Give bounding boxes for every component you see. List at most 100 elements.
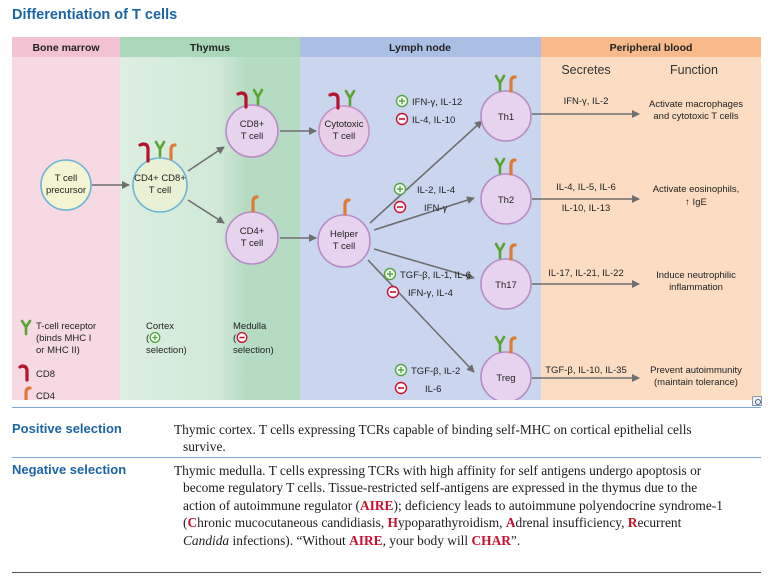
function-th17-line2: inflammation bbox=[669, 282, 723, 293]
arrow-helper-to-th17 bbox=[373, 248, 475, 280]
zone-label-lymph-node: Lymph node bbox=[389, 42, 451, 54]
cell-label: precursor bbox=[46, 185, 86, 196]
cell-label: T cell bbox=[55, 173, 78, 184]
inducer-minus-label: IFN-γ, IL-4 bbox=[408, 288, 453, 299]
header-lymph-node bbox=[300, 37, 541, 57]
medulla-note: Medulla ( selection) bbox=[233, 321, 274, 356]
cell-label: T cell bbox=[241, 238, 264, 249]
tcr-icon bbox=[252, 88, 264, 106]
header-thymus bbox=[120, 37, 300, 57]
cell-t-precursor: T cell precursor bbox=[40, 159, 92, 211]
tcr-icon bbox=[154, 140, 166, 158]
definition-term: Negative selection bbox=[12, 462, 127, 477]
arrows bbox=[92, 110, 640, 382]
function-th1-line2: and cytotoxic T cells bbox=[653, 111, 738, 122]
cd4-icon bbox=[509, 243, 517, 261]
cell-label: T cell bbox=[333, 131, 356, 142]
cd8-icon bbox=[236, 91, 248, 109]
cell-label: Th17 bbox=[495, 280, 517, 291]
medulla-paren: ( bbox=[233, 333, 237, 344]
divider bbox=[12, 407, 761, 408]
inducer-minus-label: IL-6 bbox=[425, 384, 441, 395]
minus-circle-icon bbox=[386, 285, 400, 299]
minus-circle-icon bbox=[395, 112, 409, 126]
definition-line: survive. bbox=[183, 439, 226, 455]
tcr-icon bbox=[494, 74, 506, 92]
zone-label-peripheral-blood: Peripheral blood bbox=[610, 42, 693, 54]
t-cell-differentiation-diagram: Bone marrow Thymus Lymph node Peripheral… bbox=[12, 37, 761, 400]
inducer-minus-label: IFN-γ bbox=[424, 203, 447, 214]
tcr-icon bbox=[494, 242, 506, 260]
plus-circle-icon bbox=[395, 94, 409, 108]
legend-cd8-label: CD8 bbox=[36, 369, 55, 380]
cortex-paren: ( bbox=[146, 333, 150, 344]
definition-body: Thymic cortex. T cells expressing TCRs c… bbox=[174, 421, 759, 456]
receptors bbox=[138, 74, 517, 354]
plus-circle-icon bbox=[394, 363, 408, 377]
function-th2: Activate eosinophils, bbox=[653, 184, 740, 195]
minus-circle-icon bbox=[393, 200, 407, 214]
secretes-th1: IFN-γ, IL-2 bbox=[564, 96, 609, 107]
legend-tcr-label: T-cell receptor bbox=[36, 321, 96, 332]
function-th17: Induce neutrophilic bbox=[656, 270, 736, 281]
cd8-icon bbox=[138, 142, 150, 163]
zone-peripheral-blood bbox=[541, 37, 761, 400]
inducers-treg: TGF-β, IL-2 IL-6 bbox=[394, 363, 460, 395]
inducer-plus-label: IFN-γ, IL-12 bbox=[412, 97, 462, 108]
function-treg: Prevent autoimmunity bbox=[650, 365, 742, 376]
column-header-function: Function bbox=[670, 63, 718, 77]
plus-circle-icon bbox=[149, 332, 161, 343]
cell-label: CD4+ CD8+ bbox=[134, 173, 186, 184]
zone-label-thymus: Thymus bbox=[190, 42, 230, 54]
cell-th1: Th1 bbox=[480, 90, 532, 142]
cell-th17: Th17 bbox=[480, 258, 532, 310]
arrow-helper-to-treg bbox=[367, 259, 475, 373]
zone-label-bone-marrow: Bone marrow bbox=[32, 42, 100, 54]
inducer-plus-label: TGF-β, IL-2 bbox=[411, 366, 460, 377]
definition-negative-selection: Negative selection Thymic medulla. T cel… bbox=[12, 462, 761, 562]
cd4-icon bbox=[509, 75, 517, 93]
inducer-plus-label: TGF-β, IL-1, IL-6 bbox=[400, 270, 471, 281]
bottom-divider bbox=[12, 572, 761, 573]
cortex-note: Cortex ( selection) bbox=[146, 321, 187, 356]
cell-th2: Th2 bbox=[480, 173, 532, 225]
cell-label: CD8+ bbox=[240, 119, 265, 130]
cell-treg: Treg bbox=[480, 351, 532, 400]
cd8-legend-icon bbox=[18, 364, 29, 382]
secretes-th17: IL-17, IL-21, IL-22 bbox=[548, 268, 624, 279]
cd4-icon bbox=[509, 158, 517, 176]
tcr-icon bbox=[494, 157, 506, 175]
figure-title: Differentiation of T cells bbox=[12, 7, 178, 23]
secretes-treg: TGF-β, IL-10, IL-35 bbox=[545, 365, 627, 376]
definition-positive-selection: Positive selection Thymic cortex. T cell… bbox=[12, 421, 761, 457]
arrow-dp-to-cd8 bbox=[187, 146, 225, 172]
cell-label: T cell bbox=[333, 241, 356, 252]
cd4-icon bbox=[251, 195, 259, 213]
cell-label: T cell bbox=[149, 185, 172, 196]
cell-label: CD4+ bbox=[240, 226, 265, 237]
tcr-icon bbox=[344, 89, 356, 107]
zoom-icon[interactable] bbox=[752, 396, 762, 406]
definition-line: Thymic cortex. T cells expressing TCRs c… bbox=[174, 422, 692, 437]
cd4-icon bbox=[343, 198, 351, 216]
definition-line: become regulatory T cells. Tissue-restri… bbox=[183, 480, 698, 496]
inducers-th1: IFN-γ, IL-12 IL-4, IL-10 bbox=[395, 94, 462, 126]
cell-cd8-t: CD8+ T cell bbox=[225, 104, 279, 158]
legend-cd4-label: CD4 bbox=[36, 391, 55, 400]
secretes-th2-line2: IL-10, IL-13 bbox=[562, 203, 611, 214]
plus-circle-icon bbox=[383, 267, 397, 281]
cell-label: Cytotoxic bbox=[324, 119, 363, 130]
cell-cd4-t: CD4+ T cell bbox=[225, 211, 279, 265]
minus-circle-icon bbox=[394, 381, 408, 395]
header-peripheral-blood bbox=[541, 37, 761, 57]
legend-tcr-label-line3: or MHC II) bbox=[36, 345, 80, 356]
definition-body: Thymic medulla. T cells expressing TCRs … bbox=[174, 462, 759, 549]
plus-circle-icon bbox=[393, 182, 407, 196]
legend-tcr-label-line2: (binds MHC I bbox=[36, 333, 91, 344]
definition-line: (Chronic mucocutaneous candidiasis, Hypo… bbox=[183, 515, 682, 531]
function-th2-line2: ↑ IgE bbox=[685, 197, 707, 208]
inducer-minus-label: IL-4, IL-10 bbox=[412, 115, 455, 126]
legend: T-cell receptor (binds MHC I or MHC II) … bbox=[18, 319, 96, 400]
secretes-th2: IL-4, IL-5, IL-6 bbox=[556, 182, 616, 193]
arrow-dp-to-cd4 bbox=[187, 199, 225, 224]
